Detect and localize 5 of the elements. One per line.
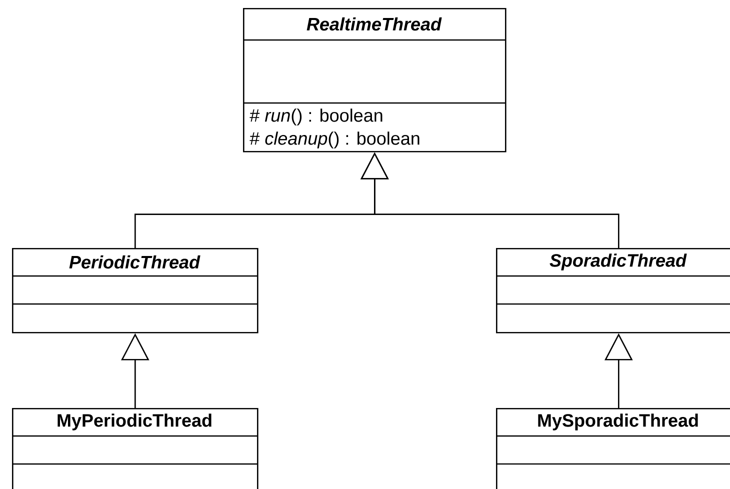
class-box: RealtimeThread # run() : boolean # cleanup() : boolean xyxy=(243,8,506,152)
class-box: MySporadicThread xyxy=(496,408,730,489)
class-box: MyPeriodicThread xyxy=(12,408,258,489)
class-box: PeriodicThread xyxy=(12,248,258,334)
class-box: SporadicThread xyxy=(496,248,730,334)
